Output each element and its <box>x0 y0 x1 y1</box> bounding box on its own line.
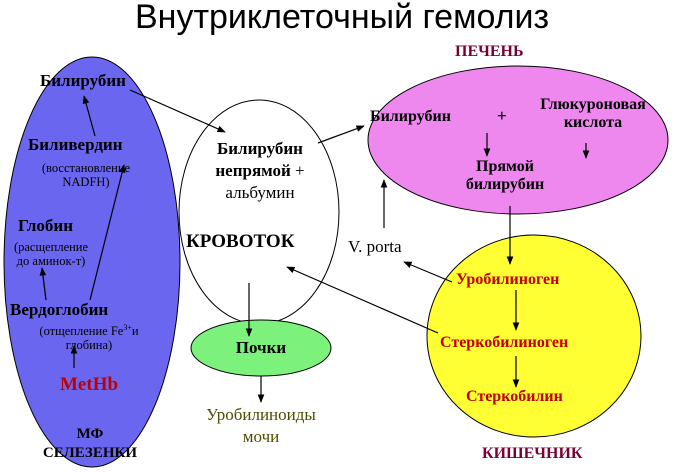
sterkobilinogen-label: Стеркобилиноген <box>440 334 569 351</box>
biliverdin-note-line1: (восстановление <box>41 161 131 175</box>
urine-line2: мочи <box>242 427 280 447</box>
iron-charge-sup: 3+ <box>123 323 132 332</box>
liver-ellipse <box>367 65 669 215</box>
arrow-biliverdin-to-bilirubin <box>82 95 96 137</box>
portal-vein-label: V. porta <box>348 237 402 256</box>
urine-urobilinoids-label: Уробилиноиды мочи <box>166 404 356 448</box>
arrow-urobilinogen-to-portal <box>403 261 453 283</box>
spleen-ellipse <box>3 56 181 468</box>
verdoglobin-note: (отщепление Fe3+и глобина) <box>14 323 164 353</box>
verdoglobin-note-line2: глобина) <box>65 338 113 353</box>
blood-plus: + <box>290 161 305 181</box>
biliverdin-note-line2: NADFH) <box>62 175 110 189</box>
glucuronic-acid-label: Глюкуроновая кислота <box>518 96 668 132</box>
direct-line2: билирубин <box>465 175 545 193</box>
arrow-blood-to-liver <box>317 125 365 144</box>
spleen-caption-line2: СЕЛЕЗЕНКИ <box>42 444 138 461</box>
verdoglobin-note-text: (отщепление Fe <box>39 324 124 339</box>
intestine-ellipse <box>426 234 642 438</box>
kidney-label: Почки <box>235 338 287 357</box>
direct-bilirubin-label: Прямой билирубин <box>445 158 565 194</box>
liver-plus: + <box>497 106 507 125</box>
biliverdin-note: (восстановление NADFH) <box>16 161 156 189</box>
biliverdin-label: Биливердин <box>28 135 123 154</box>
bloodstream-label: КРОВОТОК <box>186 231 295 252</box>
page-title: Внутриклеточный гемолиз <box>135 0 550 36</box>
globin-note: (расщепление до аминок-т) <box>4 240 98 268</box>
verdoglobin-label: Вердоглобин <box>10 300 109 319</box>
spleen-caption: МФ СЕЛЕЗЕНКИ <box>20 425 160 463</box>
blood-content: Билирубин непрямой + альбумин <box>180 138 340 204</box>
liver-caption: ПЕЧЕНЬ <box>455 43 524 60</box>
glucuronic-line2: кислота <box>563 113 623 131</box>
blood-bilirubin-line: Билирубин <box>217 139 303 158</box>
sterkobilin-label: Стеркобилин <box>466 388 563 405</box>
arrow-verdoglobin-to-biliverdin <box>89 164 126 301</box>
globin-note-line1: (расщепление <box>13 240 89 254</box>
direct-line1: Прямой <box>476 158 534 175</box>
globin-label: Глобин <box>18 216 74 235</box>
glucuronic-line1: Глюкуроновая <box>540 96 646 113</box>
blood-albumin-line: альбумин <box>225 183 295 203</box>
methb-label: MetHb <box>60 374 119 395</box>
liver-bilirubin-label: Билирубин <box>370 108 451 125</box>
blood-indirect-line: непрямой + <box>215 161 304 180</box>
globin-note-line2: до аминок-т) <box>16 254 86 268</box>
spleen-bilirubin-label: Билирубин <box>40 71 126 90</box>
arrow-spleen-to-blood <box>129 89 226 133</box>
arrow-globin-to-verdoglobin <box>39 267 47 301</box>
spleen-caption-line1: МФ <box>76 426 104 442</box>
blood-indirect-word: непрямой <box>215 161 291 181</box>
verdoglobin-note-line1: (отщепление Fe3+и <box>39 323 139 339</box>
urine-line1: Уробилиноиды <box>206 405 316 424</box>
urobilinogen-label: Уробилиноген <box>456 271 560 288</box>
blood-ellipse <box>178 99 340 325</box>
arrow-sterkobilinogen-to-blood <box>286 266 439 334</box>
verdoglobin-note-and: и <box>131 324 139 339</box>
intestine-caption: КИШЕЧНИК <box>482 445 583 462</box>
